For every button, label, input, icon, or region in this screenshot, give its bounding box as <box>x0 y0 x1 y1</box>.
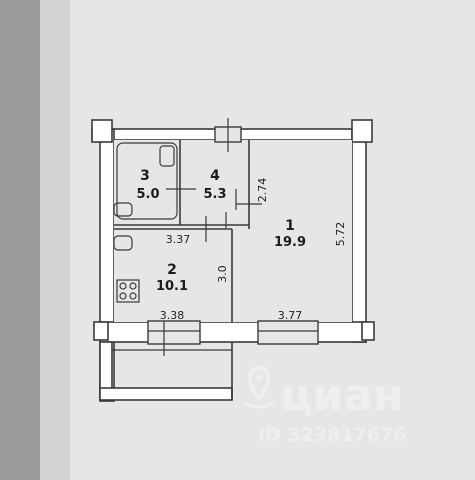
dim-room1-width: 3.77 <box>278 309 303 322</box>
door-marks <box>166 188 262 242</box>
corner-bottom-left <box>93 321 109 341</box>
watermark-id: ID 323817676 <box>258 424 406 446</box>
dim-room1-height: 5.72 <box>334 222 347 247</box>
room-4-number: 4 <box>210 168 220 184</box>
room-1-number: 1 <box>285 218 295 234</box>
room-2-area: 10.1 <box>156 279 188 294</box>
balcony-bottom-wall <box>99 387 233 401</box>
corner-top-right <box>351 119 373 143</box>
right-wall <box>351 128 367 343</box>
interior <box>114 140 352 322</box>
corner-top-left <box>91 119 113 143</box>
bottom-window-left <box>147 320 201 356</box>
room-4-area: 5.3 <box>203 187 226 202</box>
dim-room4-height: 2.74 <box>256 178 269 203</box>
watermark: циан ID 323817676 <box>243 365 406 446</box>
top-window <box>214 118 242 152</box>
dim-corridor-width: 3.37 <box>166 233 191 246</box>
room-3-area: 5.0 <box>136 187 159 202</box>
partitions <box>114 140 250 322</box>
sink-icon <box>113 202 133 217</box>
stove-icon <box>116 279 140 303</box>
bottom-window-right <box>257 320 319 345</box>
dim-room2-width: 3.38 <box>160 309 185 322</box>
corner-bottom-right <box>361 321 375 341</box>
room-3-number: 3 <box>140 168 150 184</box>
room-1-area: 19.9 <box>274 235 306 250</box>
location-pin-icon <box>243 365 275 409</box>
balcony <box>99 341 233 401</box>
kitchen-sink-icon <box>113 235 133 251</box>
bathtub-icon <box>116 142 178 220</box>
left-gradient <box>40 0 70 480</box>
left-shadow <box>0 0 40 480</box>
watermark-brand: циан <box>280 370 404 421</box>
dim-room2-height: 3.0 <box>216 265 229 283</box>
bottom-wall <box>99 321 367 343</box>
room-2-number: 2 <box>167 262 177 278</box>
